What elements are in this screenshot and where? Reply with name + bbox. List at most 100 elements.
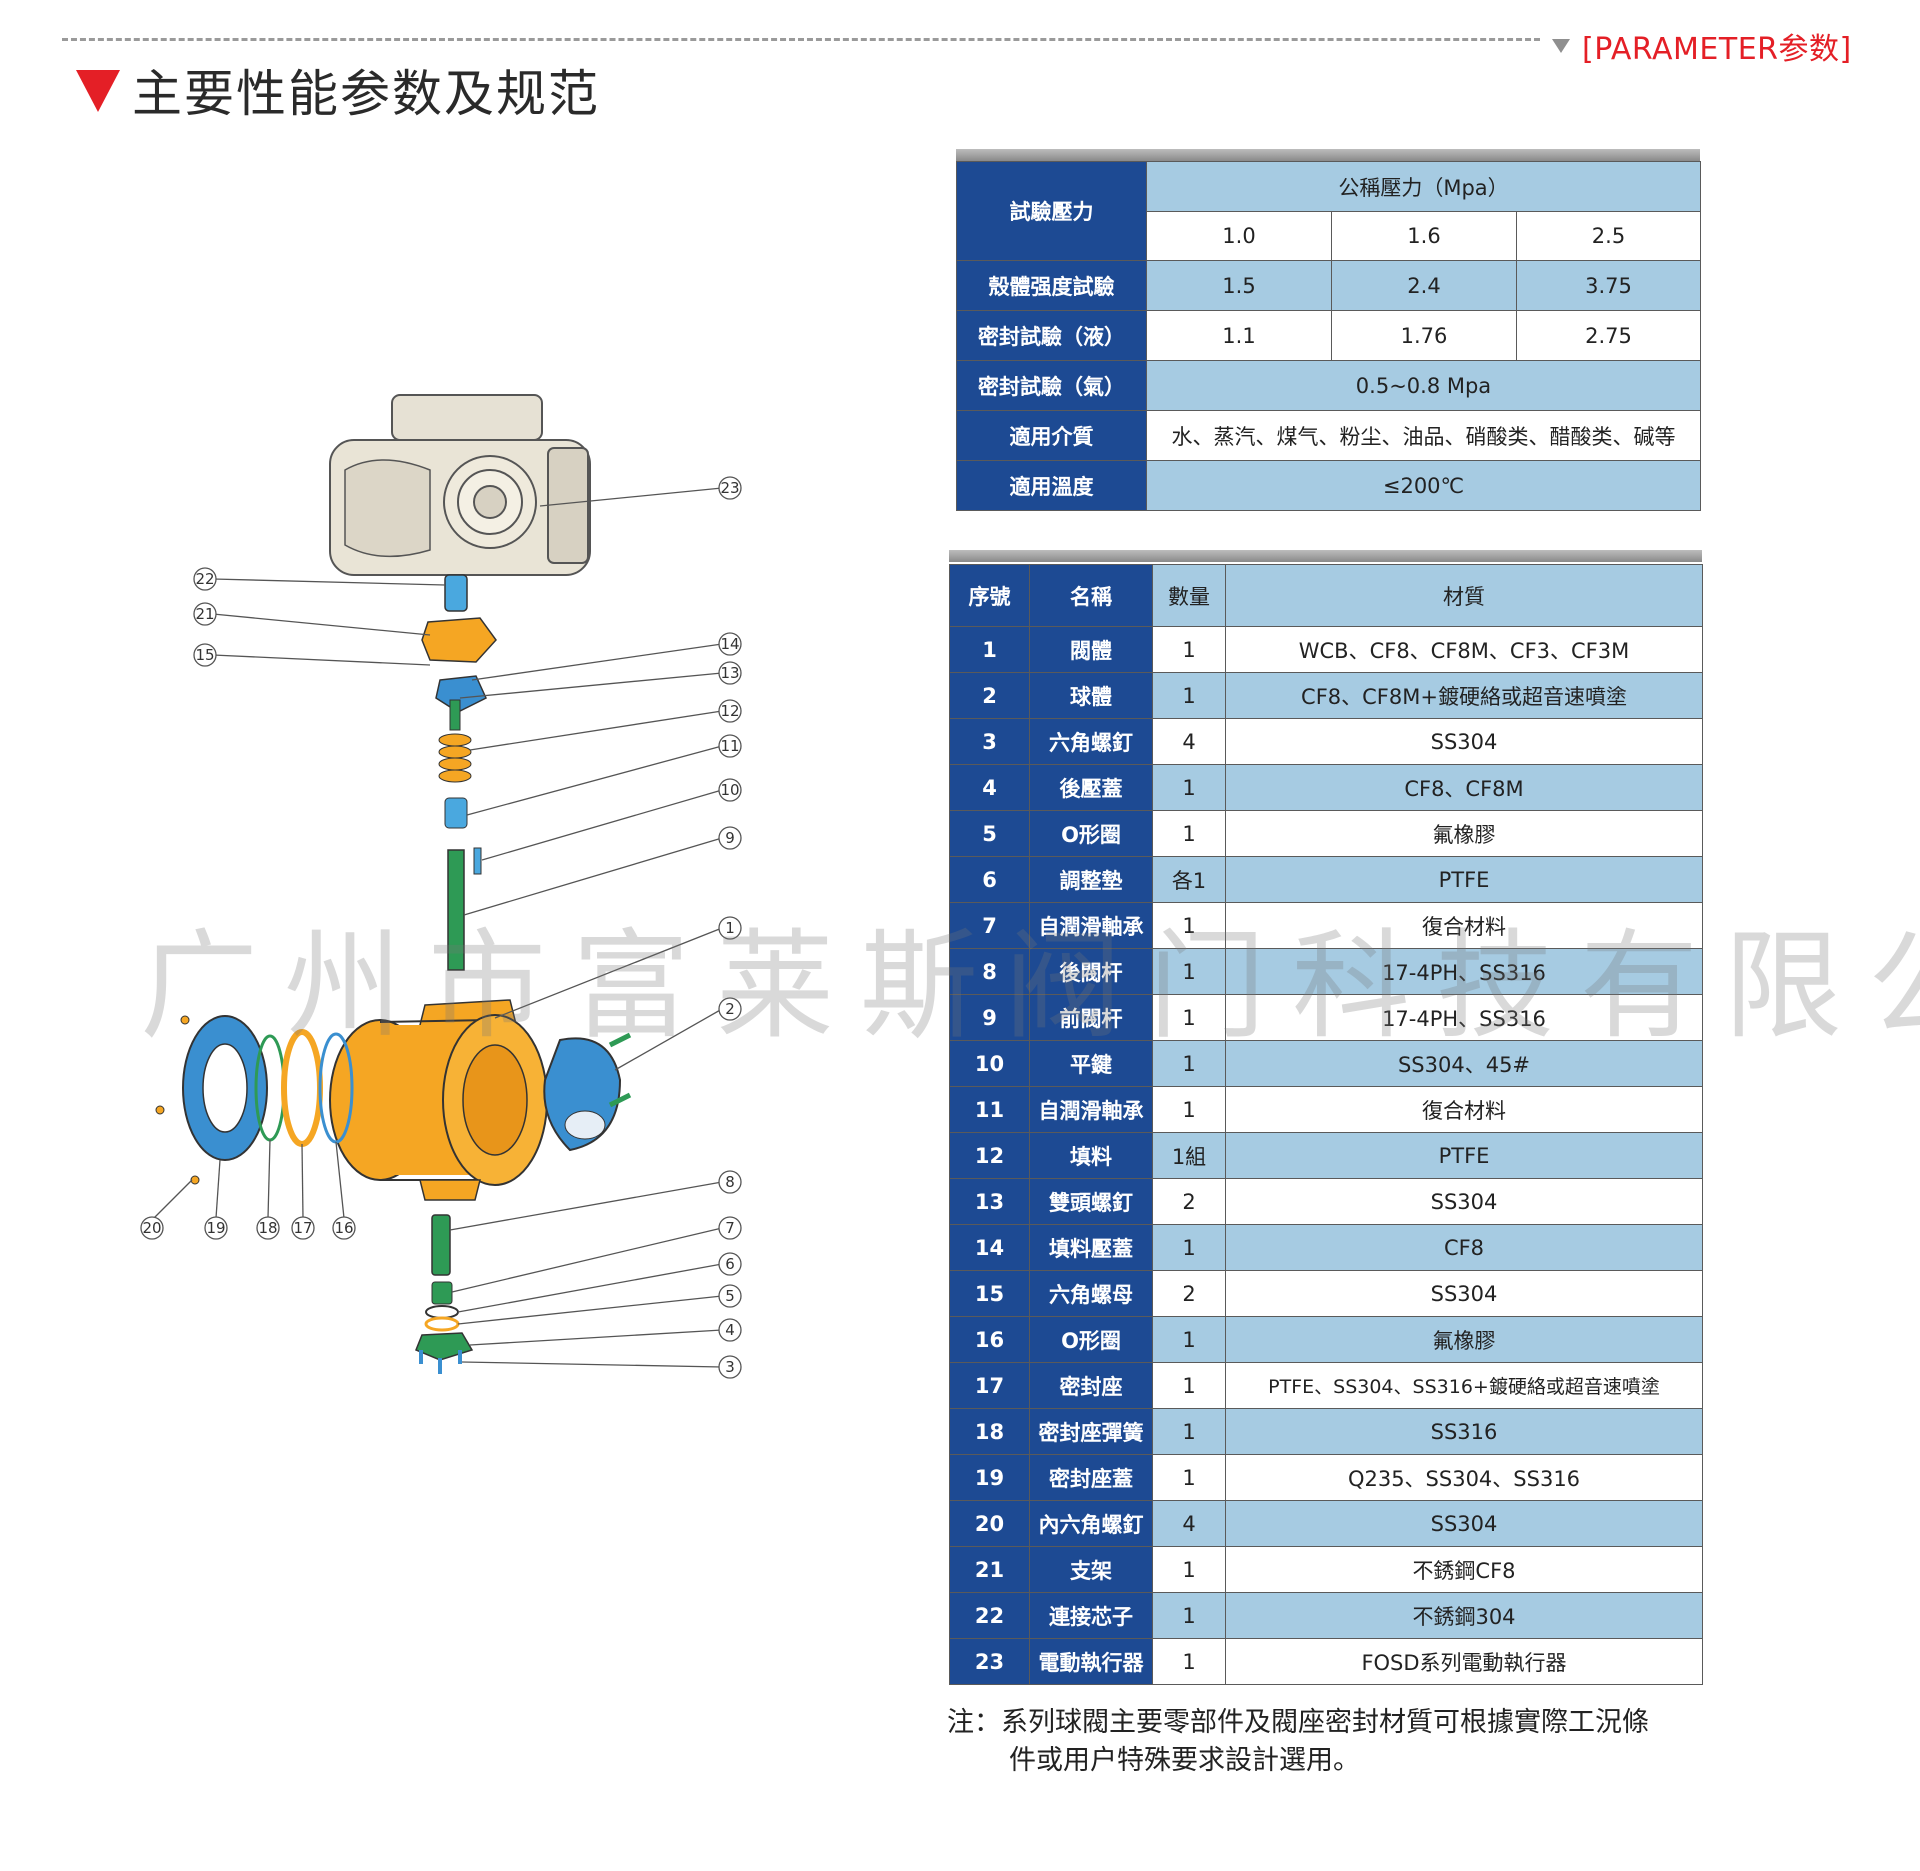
part-index: 6	[949, 856, 1030, 903]
part-qty: 1	[1152, 1040, 1226, 1087]
part-index: 8	[949, 948, 1030, 995]
callout-number: 22	[195, 570, 214, 588]
part-material: PTFE	[1225, 856, 1703, 903]
part-name: 電動執行器	[1029, 1638, 1153, 1685]
pressure-table-topbar	[956, 149, 1700, 161]
packing-rings	[438, 733, 472, 783]
part-index: 21	[949, 1546, 1030, 1593]
callout-number: 1	[725, 919, 735, 937]
callout-circle	[140, 1216, 164, 1240]
part-material: 復合材料	[1225, 902, 1703, 949]
part-qty: 1	[1152, 994, 1226, 1041]
callout-circle	[718, 1355, 742, 1379]
callout-circle	[718, 1216, 742, 1240]
part-index: 23	[949, 1638, 1030, 1685]
part-material: SS304	[1225, 1500, 1703, 1547]
callout-number: 10	[720, 781, 739, 799]
part-material: WCB、CF8、CF8M、CF3、CF3M	[1225, 626, 1703, 673]
callout-circle	[718, 1252, 742, 1276]
stud	[449, 699, 461, 731]
part-qty: 1	[1152, 1454, 1226, 1501]
part-qty: 1組	[1152, 1132, 1226, 1179]
callout-circle	[718, 632, 742, 656]
medium-value: 水、蒸汽、煤气、粉尘、油品、硝酸类、醋酸类、碱等	[1146, 410, 1701, 461]
part-name: O形圈	[1029, 1316, 1153, 1363]
part-index: 22	[949, 1592, 1030, 1639]
part-index: 7	[949, 902, 1030, 949]
callout-number: 4	[725, 1321, 735, 1339]
part-qty: 1	[1152, 1546, 1226, 1593]
part-name: 六角螺釘	[1029, 718, 1153, 765]
part-material: PTFE	[1225, 1132, 1703, 1179]
part-qty: 1	[1152, 1408, 1226, 1455]
callout-number: 3	[725, 1358, 735, 1376]
red-triangle-icon	[76, 70, 120, 112]
callout-number: 11	[720, 737, 739, 755]
part-material: 不銹鋼CF8	[1225, 1546, 1703, 1593]
callout-number: 19	[206, 1219, 225, 1237]
bracket	[421, 617, 497, 663]
callout-circle	[718, 476, 742, 500]
watermark: 广州市富莱斯阀门科技有限公司	[140, 917, 1920, 1055]
callout-circle	[718, 699, 742, 723]
part-qty: 1	[1152, 810, 1226, 857]
callout-circle	[256, 1216, 280, 1240]
header-material: 材質	[1225, 564, 1703, 627]
part-name: O形圈	[1029, 810, 1153, 857]
callout-number: 2	[725, 1000, 735, 1018]
seal-liquid-label: 密封試驗（液）	[956, 310, 1147, 361]
part-material: SS304	[1225, 1178, 1703, 1225]
callout-circle	[718, 1284, 742, 1308]
part-index: 3	[949, 718, 1030, 765]
callout-circle	[718, 1318, 742, 1342]
callout-circle	[718, 916, 742, 940]
part-name: 六角螺母	[1029, 1270, 1153, 1317]
part-qty: 1	[1152, 764, 1226, 811]
part-index: 20	[949, 1500, 1030, 1547]
electric-actuator	[329, 394, 591, 576]
part-material: CF8、CF8M+鍍硬絡或超音速噴塗	[1225, 672, 1703, 719]
nominal-value: 1.0	[1146, 211, 1332, 261]
part-index: 14	[949, 1224, 1030, 1271]
part-name: 球體	[1029, 672, 1153, 719]
seal-gas-value: 0.5~0.8 Mpa	[1146, 360, 1701, 411]
part-name: 自潤滑軸承	[1029, 1086, 1153, 1133]
page-title: 主要性能参数及规范	[132, 65, 600, 123]
callout-number: 21	[195, 605, 214, 623]
medium-label: 適用介質	[956, 410, 1147, 461]
dashed-separator	[62, 38, 1540, 41]
shell-test-value: 2.4	[1331, 260, 1517, 311]
callout-circle	[718, 734, 742, 758]
callout-circle	[332, 1216, 356, 1240]
callout-number: 6	[725, 1255, 735, 1273]
callout-circle	[718, 661, 742, 685]
note-line-1: 注：系列球閥主要零部件及閥座密封材質可根據實際工況條	[947, 1707, 1649, 1738]
callout-circle	[204, 1216, 228, 1240]
part-index: 15	[949, 1270, 1030, 1317]
shell-test-value: 3.75	[1516, 260, 1701, 311]
part-name: 自潤滑軸承	[1029, 902, 1153, 949]
part-name: 雙頭螺釘	[1029, 1178, 1153, 1225]
part-qty: 2	[1152, 1178, 1226, 1225]
nominal-value: 1.6	[1331, 211, 1517, 261]
part-name: 密封座彈簧	[1029, 1408, 1153, 1455]
part-name: 後壓蓋	[1029, 764, 1153, 811]
part-qty: 4	[1152, 1500, 1226, 1547]
callout-number: 17	[293, 1219, 312, 1237]
part-qty: 1	[1152, 1316, 1226, 1363]
part-material: Q235、SS304、SS316	[1225, 1454, 1703, 1501]
